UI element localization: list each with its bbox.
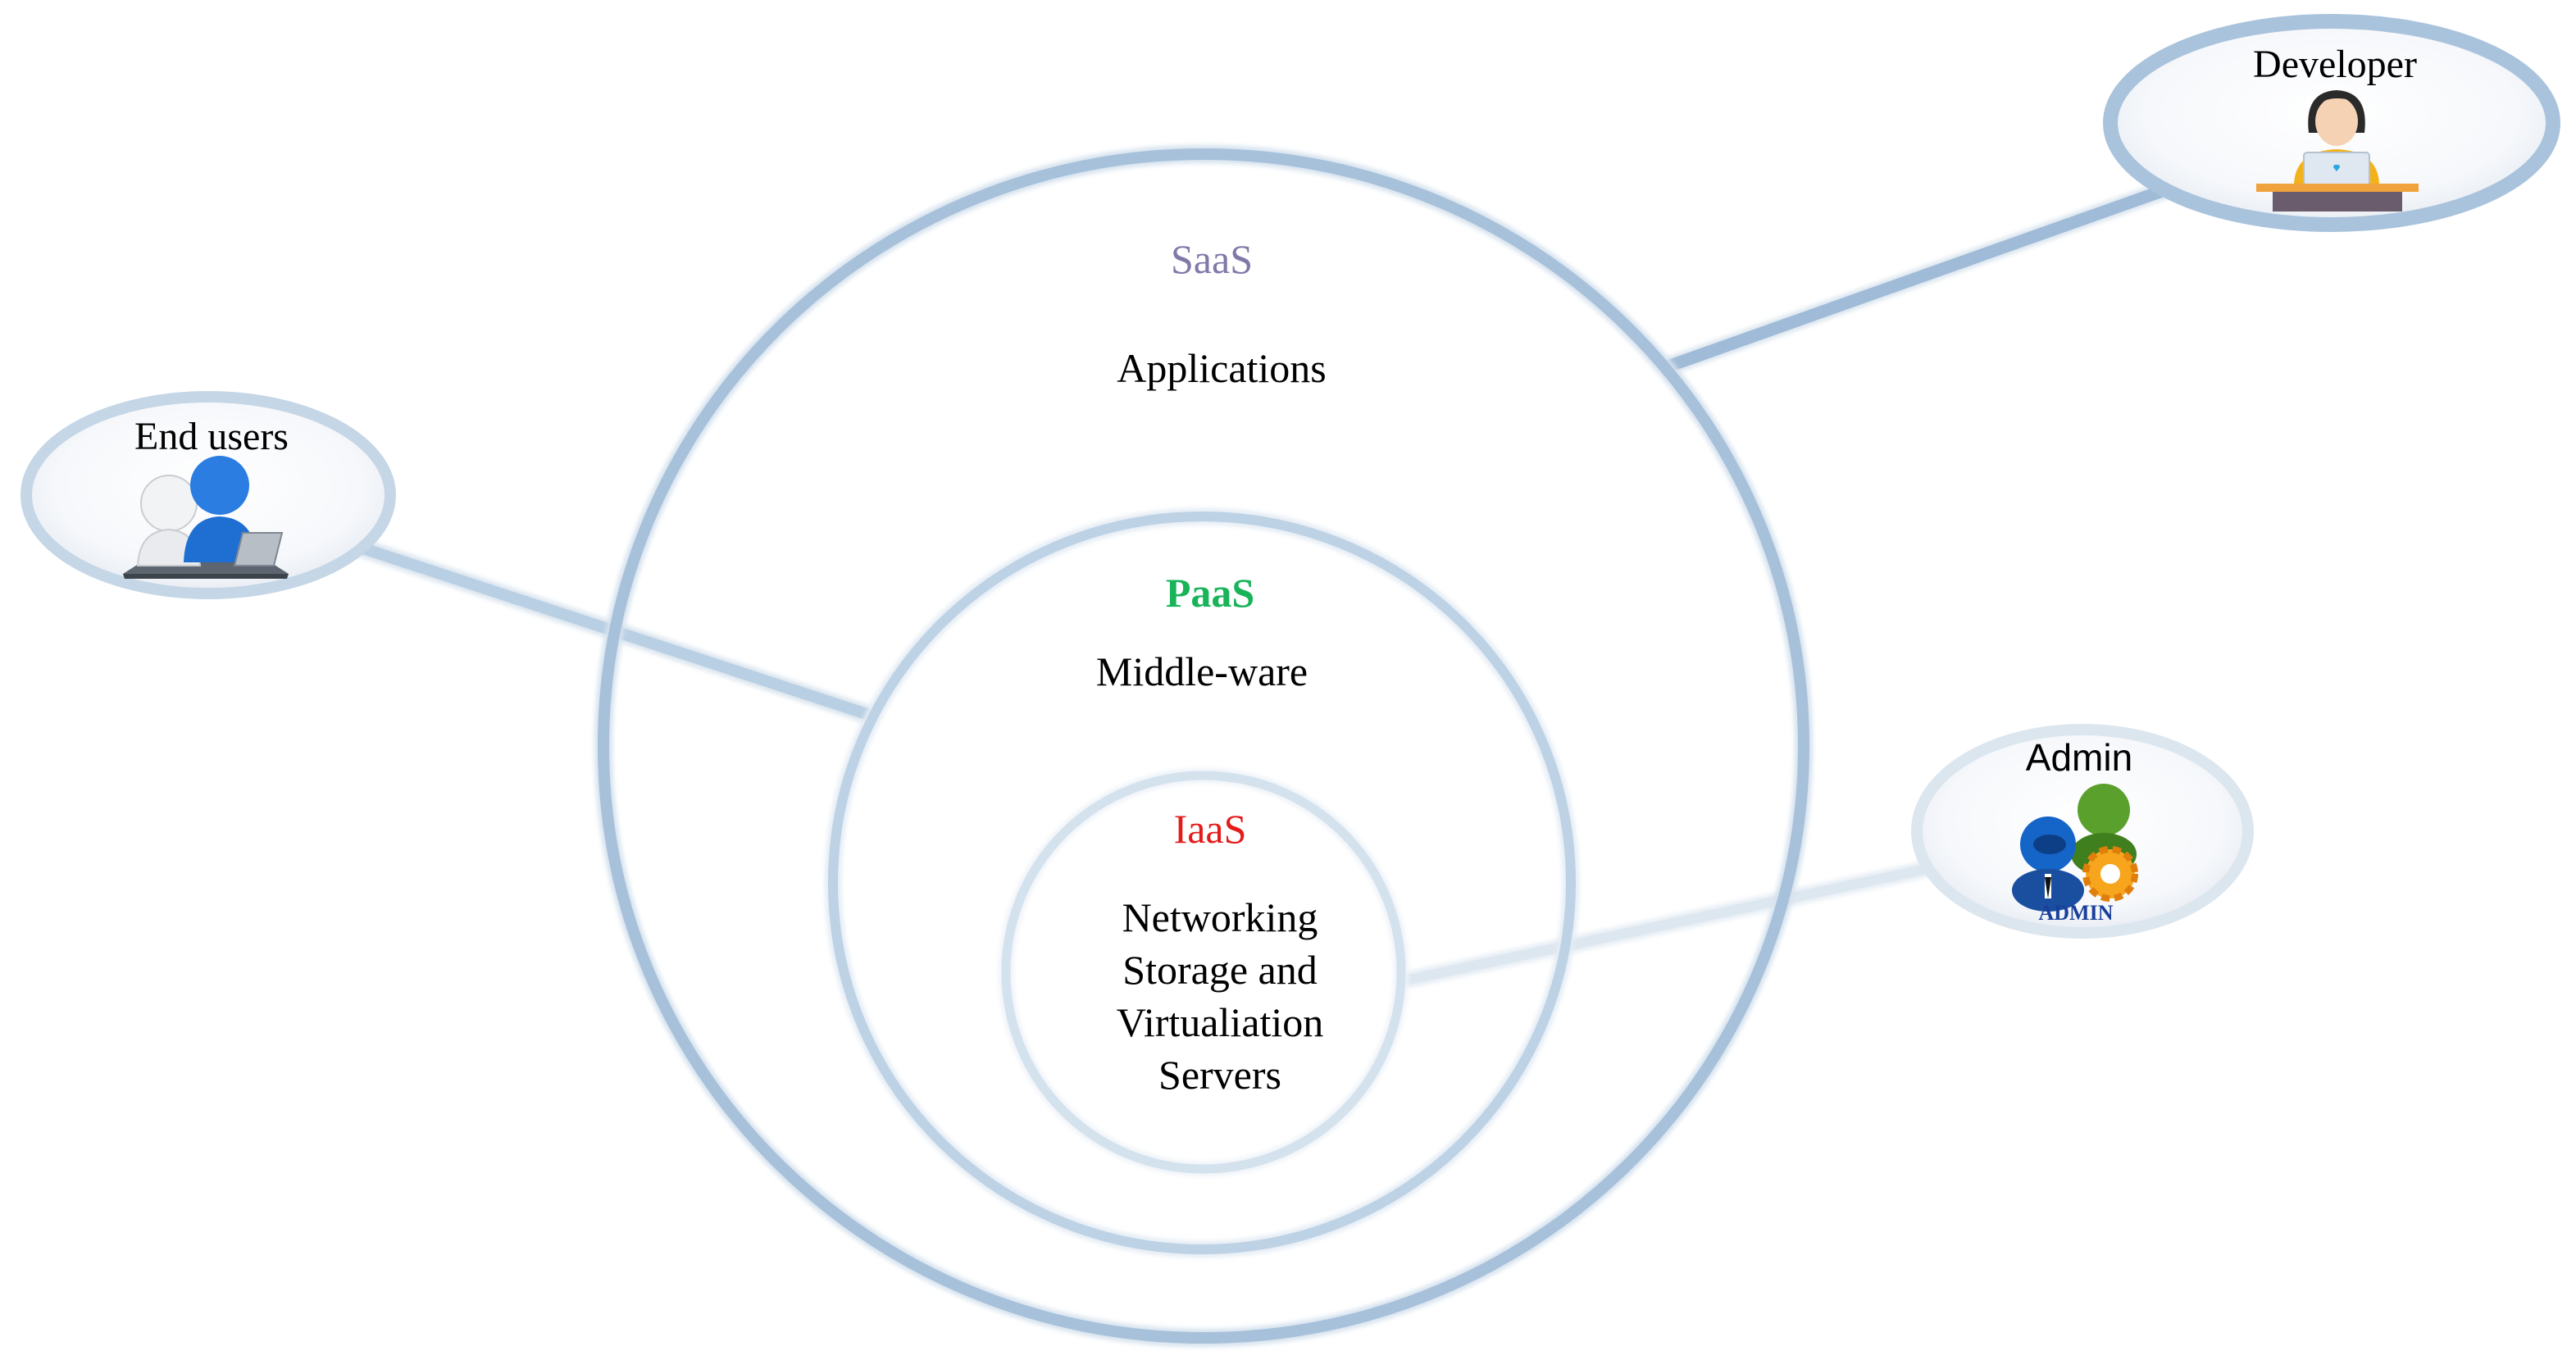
iaas-content-line: Networking bbox=[1122, 894, 1318, 940]
saas-title: SaaS bbox=[1171, 236, 1253, 282]
paas-layer: PaaS Middle-ware bbox=[825, 508, 1579, 1258]
developer-label: Developer bbox=[2253, 43, 2417, 86]
iaas-title: IaaS bbox=[1174, 806, 1247, 852]
developer-icon bbox=[2256, 90, 2419, 212]
iaas-layer: IaaS Networking Storage and Virtualiatio… bbox=[999, 768, 1409, 1176]
end-users-node: End users bbox=[20, 391, 396, 599]
admin-label: Admin bbox=[2026, 736, 2132, 779]
saas-content: Applications bbox=[1117, 345, 1327, 391]
connector-admin-to-iaas bbox=[1400, 861, 1935, 988]
iaas-content-line: Servers bbox=[1158, 1052, 1281, 1098]
connector-developer-to-saas bbox=[1663, 181, 2173, 374]
saas-layer: SaaS Applications bbox=[594, 145, 1813, 1347]
iaas-content-line: Storage and bbox=[1122, 947, 1317, 993]
iaas-content-line: Virtualiation bbox=[1117, 999, 1324, 1045]
end-users-label: End users bbox=[134, 415, 289, 458]
developer-node: Developer bbox=[2103, 14, 2560, 232]
admin-icon: ADMIN bbox=[2012, 784, 2138, 925]
paas-content: Middle-ware bbox=[1096, 648, 1308, 694]
end-users-icon bbox=[123, 456, 289, 579]
paas-title: PaaS bbox=[1166, 570, 1254, 616]
admin-badge: ADMIN bbox=[2039, 901, 2114, 925]
admin-node: Admin ADMIN bbox=[1911, 724, 2254, 939]
